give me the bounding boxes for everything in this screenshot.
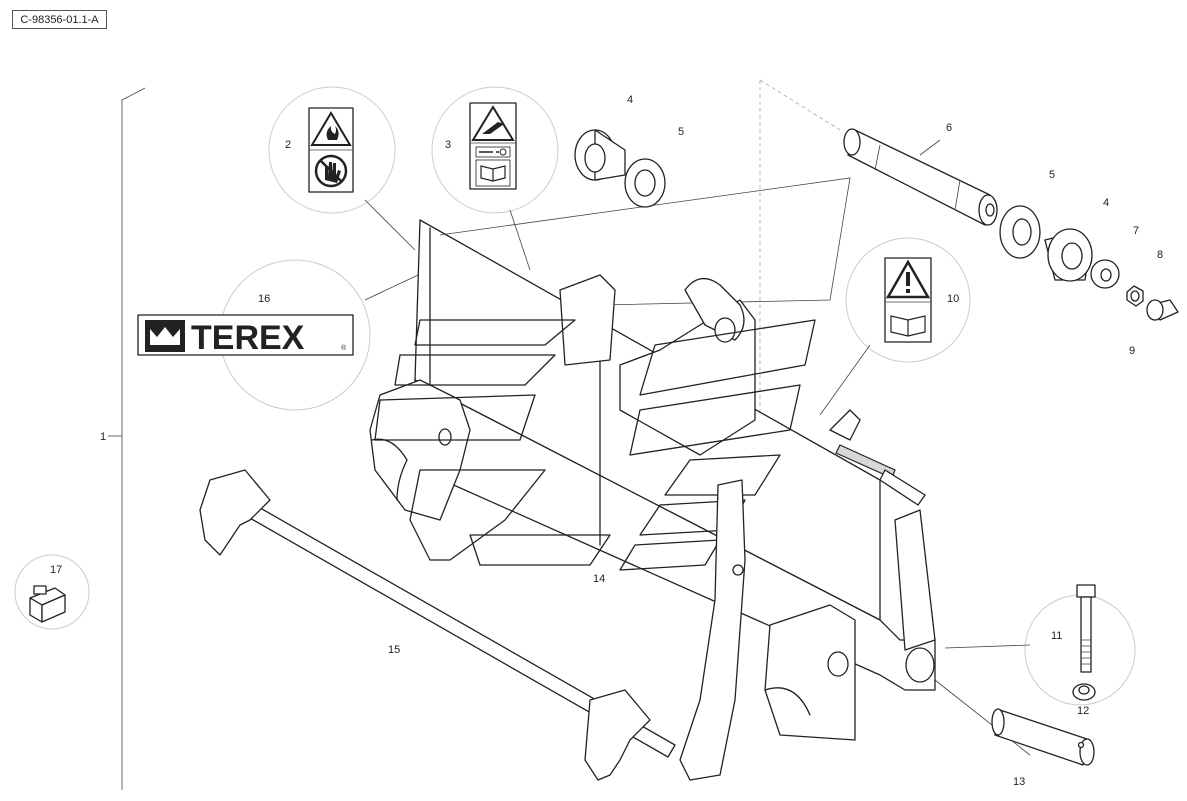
callout-labels: 1 2 3 4 5 6 5 4 7 8 9 10 11 12 13 14 15 … bbox=[50, 94, 1163, 788]
callout-2: 2 bbox=[285, 139, 291, 151]
registered-mark: ® bbox=[341, 344, 347, 352]
callout-5-right: 5 bbox=[1049, 169, 1055, 181]
bushing-4-right bbox=[1044, 228, 1093, 282]
bolt-11 bbox=[1076, 584, 1096, 673]
read-manual-icon bbox=[475, 146, 511, 187]
washer-5-top bbox=[624, 158, 666, 208]
callout-13: 13 bbox=[1013, 776, 1025, 788]
fire-hazard-icon bbox=[310, 111, 352, 146]
callout-8: 8 bbox=[1157, 249, 1163, 261]
frame-dashed-lines bbox=[759, 79, 841, 450]
decal-2 bbox=[308, 107, 354, 193]
coupler-plate-assembly bbox=[369, 177, 936, 741]
pin-13 bbox=[991, 708, 1095, 766]
bushing-4-top bbox=[574, 129, 626, 181]
bolt-9 bbox=[1146, 299, 1179, 321]
callout-6: 6 bbox=[946, 122, 952, 134]
brand-wordmark: TEREX bbox=[191, 319, 305, 357]
read-manual-icon bbox=[890, 315, 926, 337]
decal-10 bbox=[884, 257, 932, 343]
callout-1: 1 bbox=[100, 431, 106, 443]
decal-3 bbox=[469, 102, 517, 190]
decal-16-terex: TEREX ® bbox=[137, 314, 354, 357]
assembly-bracket-line bbox=[108, 87, 146, 790]
callout-9: 9 bbox=[1129, 345, 1135, 357]
callout-15: 15 bbox=[388, 644, 400, 656]
callout-5-top: 5 bbox=[678, 126, 684, 138]
warning-triangle-icon bbox=[885, 259, 931, 299]
callout-10: 10 bbox=[947, 293, 959, 305]
callout-3: 3 bbox=[445, 139, 451, 151]
callout-14: 14 bbox=[593, 573, 605, 585]
crush-hazard-icon bbox=[471, 105, 515, 141]
nut-8 bbox=[1126, 285, 1144, 307]
washer-12 bbox=[1072, 683, 1096, 701]
leader-lines bbox=[364, 139, 1031, 756]
callout-12: 12 bbox=[1077, 705, 1089, 717]
callout-7: 7 bbox=[1133, 225, 1139, 237]
callout-11: 11 bbox=[1051, 630, 1062, 642]
callout-17: 17 bbox=[50, 564, 62, 576]
cap-17 bbox=[29, 585, 66, 623]
callout-4-right: 4 bbox=[1103, 197, 1109, 209]
drawing-reference-code: C-98356-01.1-A bbox=[12, 10, 107, 29]
no-touch-icon bbox=[314, 154, 348, 188]
cross-shaft bbox=[199, 469, 676, 781]
release-lever bbox=[679, 479, 746, 781]
callout-4-top: 4 bbox=[627, 94, 633, 106]
pin-6 bbox=[843, 128, 998, 226]
callout-16: 16 bbox=[258, 293, 270, 305]
terex-crown-logo-icon bbox=[145, 320, 185, 352]
